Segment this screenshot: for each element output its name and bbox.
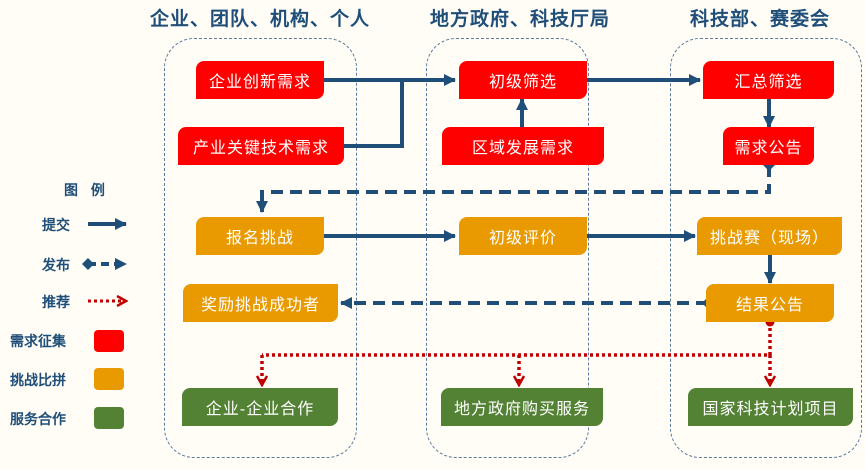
column-title-local-government: 地方政府、科技厅局	[429, 8, 610, 30]
box-enterprise-innovation-demand[interactable]: 企业创新需求	[196, 61, 324, 99]
edge-demand-announcement-to-register	[256, 159, 775, 213]
column-title-ministry: 科技部、赛委会	[689, 8, 830, 30]
column-title-enterprises: 企业、团队、机构、个人	[149, 8, 370, 30]
box-industry-key-tech-demand[interactable]: 产业关键技术需求	[178, 127, 344, 165]
box-enterprise-cooperation[interactable]: 企业-企业合作	[182, 388, 338, 426]
legend-swatch-challenge	[94, 368, 124, 390]
legend-label-demand: 需求征集	[10, 334, 66, 350]
box-reward-winners[interactable]: 奖励挑战成功者	[183, 284, 338, 322]
lane-ministry	[670, 38, 862, 458]
lane-local-government	[426, 38, 589, 458]
lane-enterprises	[164, 38, 357, 458]
edge-result-to-recommend-bus	[262, 317, 775, 357]
edge-industry-to-primary-screening	[344, 80, 404, 148]
legend-label-recommend: 推荐	[42, 295, 70, 311]
box-national-tech-project[interactable]: 国家科技计划项目	[688, 388, 853, 426]
box-primary-screening[interactable]: 初级筛选	[459, 61, 587, 99]
box-gov-purchase-service[interactable]: 地方政府购买服务	[441, 388, 603, 426]
legend-swatch-service	[94, 407, 124, 429]
legend-title: 图 例	[64, 183, 109, 199]
box-summary-screening[interactable]: 汇总筛选	[703, 61, 834, 99]
box-register-challenge[interactable]: 报名挑战	[196, 217, 324, 255]
legend-label-service: 服务合作	[10, 412, 66, 428]
box-demand-announcement[interactable]: 需求公告	[723, 127, 814, 165]
box-challenge-onsite[interactable]: 挑战赛（现场）	[697, 217, 842, 255]
legend-swatch-demand	[94, 330, 124, 352]
legend-label-submit: 提交	[42, 218, 70, 234]
legend-label-publish: 发布	[42, 258, 70, 274]
legend-label-challenge: 挑战比拼	[10, 373, 66, 389]
box-primary-evaluation[interactable]: 初级评价	[459, 217, 587, 255]
box-regional-dev-demand[interactable]: 区域发展需求	[442, 127, 604, 165]
box-result-announcement[interactable]: 结果公告	[706, 284, 834, 322]
